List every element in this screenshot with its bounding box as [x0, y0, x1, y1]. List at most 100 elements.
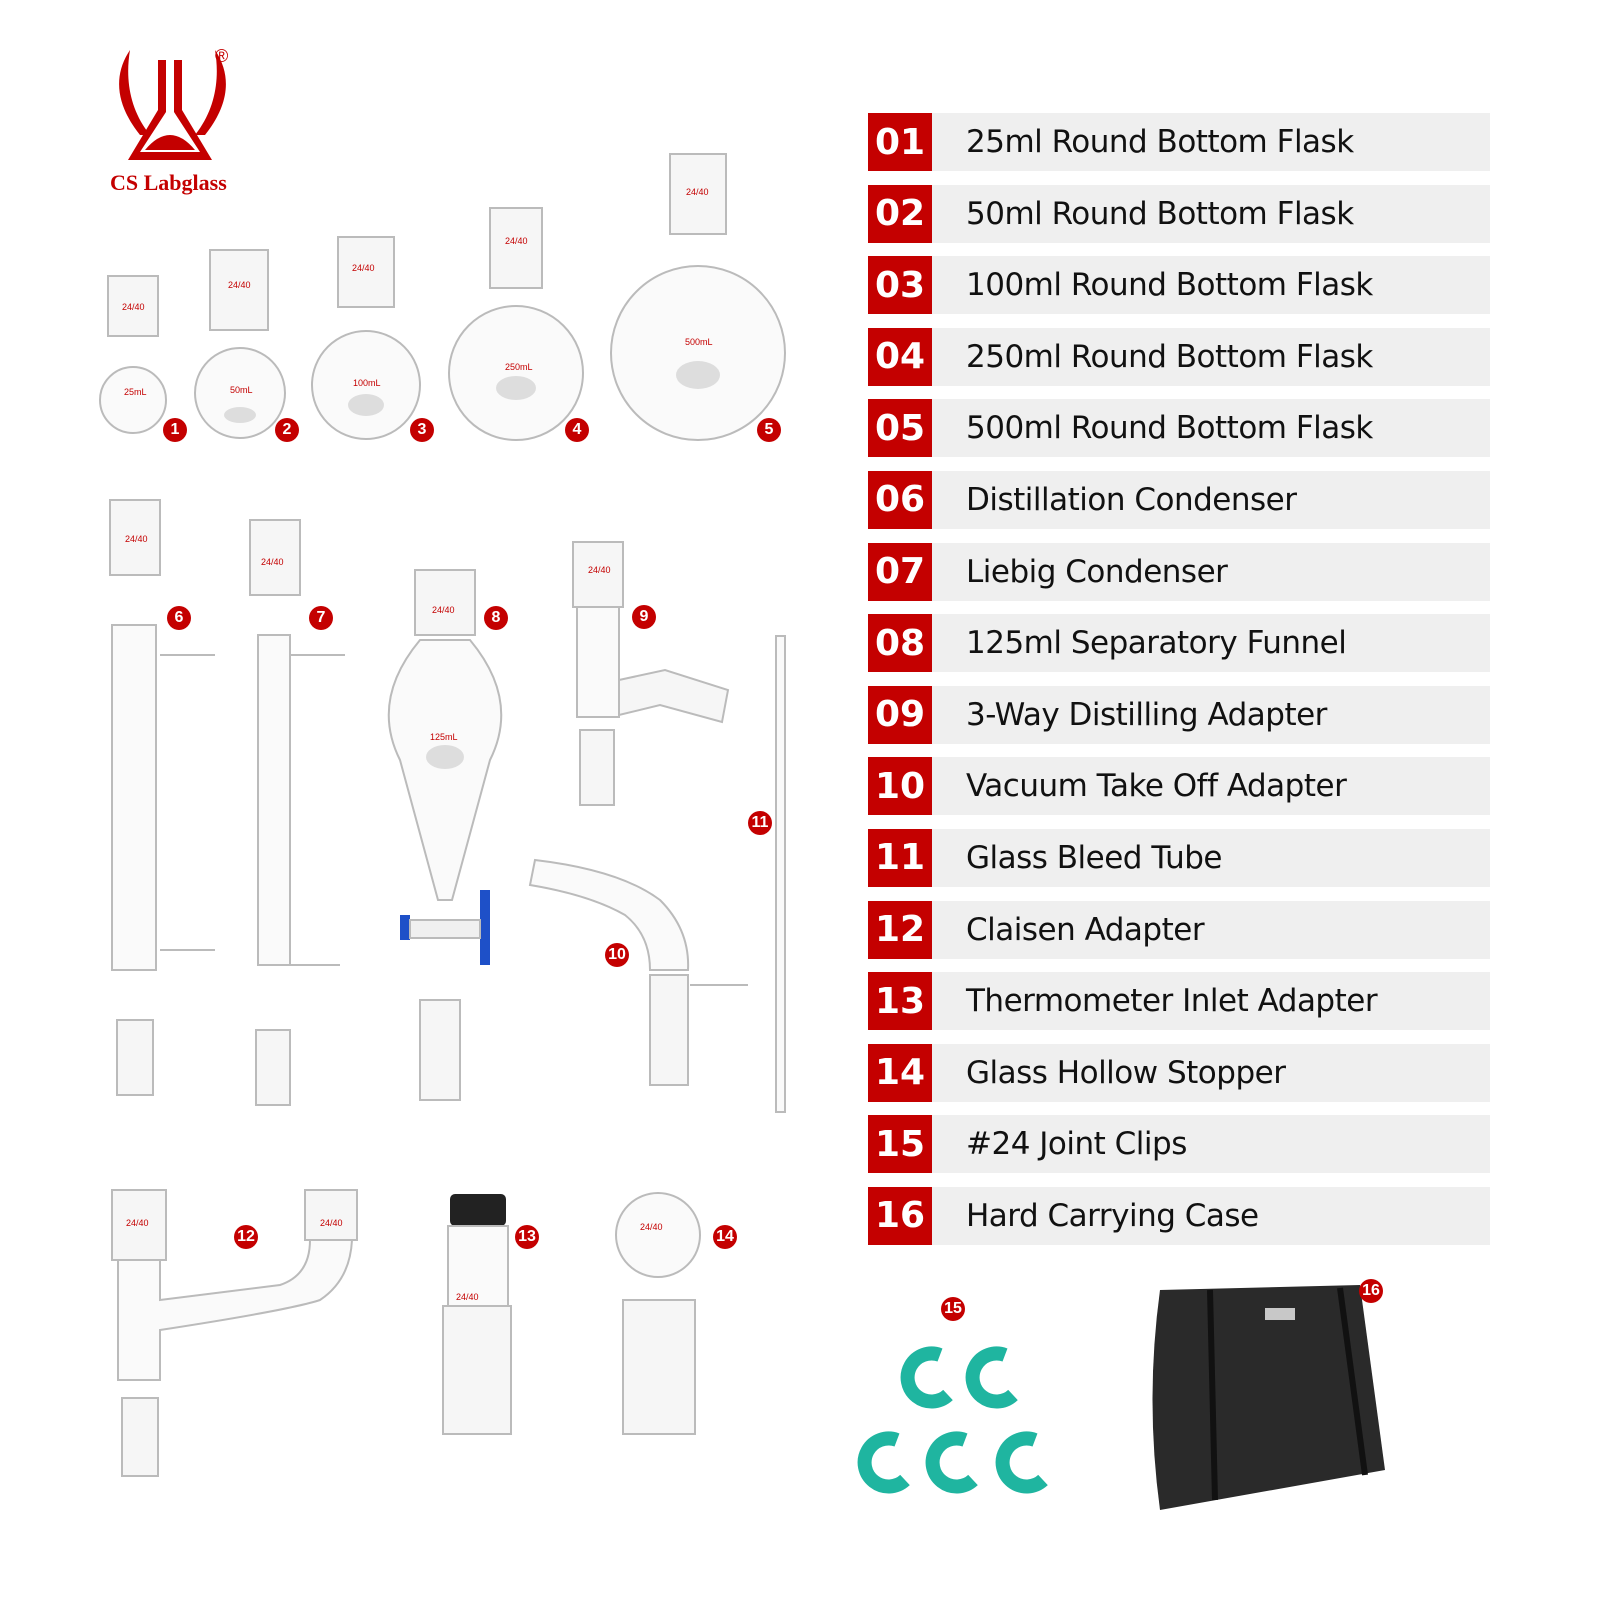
- svg-text:®: ®: [215, 46, 228, 66]
- svg-text:250mL: 250mL: [505, 362, 533, 372]
- list-item: 08 125ml Separatory Funnel: [868, 614, 1490, 673]
- claisen-adapter: 24/40 24/40: [111, 1189, 358, 1477]
- svg-text:24/40: 24/40: [588, 565, 611, 575]
- number-badge: 7: [309, 606, 333, 630]
- list-item: 05 500ml Round Bottom Flask: [868, 399, 1490, 458]
- list-item: 03 100ml Round Bottom Flask: [868, 256, 1490, 315]
- svg-text:25mL: 25mL: [124, 387, 147, 397]
- item-number: 01: [868, 113, 932, 171]
- number-badge: 2: [275, 418, 299, 442]
- carrying-case-icon: [1152, 1285, 1385, 1510]
- item-number: 07: [868, 542, 932, 601]
- separatory-funnel: 24/40 125mL: [387, 569, 503, 1101]
- thermometer-adapter: 24/40: [442, 1194, 512, 1435]
- flask-500ml: 24/40 500mL: [610, 153, 786, 441]
- list-item: 12 Claisen Adapter: [868, 900, 1490, 959]
- number-badge: 1: [163, 418, 187, 442]
- glassware-illustrations: 24/40 25mL 24/40 50mL 24/40 100mL 24/40 250m…: [99, 153, 786, 1477]
- svg-text:24/40: 24/40: [125, 534, 148, 544]
- hollow-stopper: 24/40: [615, 1192, 701, 1435]
- svg-text:24/40: 24/40: [228, 280, 251, 290]
- list-item: 07 Liebig Condenser: [868, 542, 1490, 601]
- item-label: #24 Joint Clips: [966, 1126, 1187, 1163]
- item-label: Hard Carrying Case: [966, 1197, 1259, 1234]
- item-label: 250ml Round Bottom Flask: [966, 338, 1373, 375]
- number-badge: 12: [234, 1225, 258, 1249]
- number-badge: 3: [410, 418, 434, 442]
- svg-text:24/40: 24/40: [640, 1222, 663, 1232]
- number-badge: 11: [748, 811, 772, 835]
- item-label: Thermometer Inlet Adapter: [966, 983, 1378, 1020]
- svg-text:50mL: 50mL: [230, 385, 253, 395]
- list-item: 02 50ml Round Bottom Flask: [868, 184, 1490, 243]
- item-number: 12: [868, 900, 932, 959]
- item-label: 25ml Round Bottom Flask: [966, 124, 1354, 160]
- item-label: Distillation Condenser: [966, 481, 1297, 518]
- item-number: 02: [868, 184, 932, 243]
- item-label: 125ml Separatory Funnel: [966, 625, 1347, 662]
- svg-text:500mL: 500mL: [685, 337, 713, 347]
- svg-text:100mL: 100mL: [353, 378, 381, 388]
- list-item: 10 Vacuum Take Off Adapter: [868, 757, 1490, 816]
- svg-text:24/40: 24/40: [261, 557, 284, 567]
- svg-text:24/40: 24/40: [352, 263, 375, 273]
- vacuum-adapter: [528, 858, 748, 1086]
- flask-100ml: 24/40 100mL: [311, 236, 421, 440]
- number-badge: 9: [632, 605, 656, 629]
- svg-text:24/40: 24/40: [456, 1292, 479, 1302]
- item-number: 03: [868, 256, 932, 315]
- flask-25ml: 24/40 25mL: [99, 275, 167, 434]
- list-item: 15 #24 Joint Clips: [868, 1115, 1490, 1174]
- svg-text:24/40: 24/40: [505, 236, 528, 246]
- item-label: Glass Bleed Tube: [966, 839, 1222, 876]
- item-label: 50ml Round Bottom Flask: [966, 195, 1354, 232]
- number-badge: 10: [605, 943, 629, 967]
- item-number: 11: [868, 828, 932, 887]
- three-way-adapter: 24/40: [572, 541, 730, 806]
- item-label: 3-Way Distilling Adapter: [966, 696, 1327, 733]
- flask-flame-logo-icon: ®: [119, 46, 228, 160]
- svg-text:24/40: 24/40: [122, 302, 145, 312]
- number-badge: 13: [515, 1225, 539, 1249]
- list-item: 16 Hard Carrying Case: [868, 1186, 1490, 1245]
- item-number: 16: [868, 1186, 932, 1245]
- list-item: 11 Glass Bleed Tube: [868, 828, 1490, 887]
- distillation-condenser: 24/40: [109, 499, 215, 1096]
- item-label: 100ml Round Bottom Flask: [966, 267, 1373, 304]
- list-item: 14 Glass Hollow Stopper: [868, 1043, 1490, 1102]
- item-number: 15: [868, 1115, 932, 1174]
- flask-250ml: 24/40 250mL: [448, 207, 584, 441]
- item-label: 500ml Round Bottom Flask: [966, 410, 1373, 447]
- liebig-condenser: 24/40: [249, 519, 345, 1106]
- item-label: Vacuum Take Off Adapter: [966, 768, 1347, 805]
- svg-text:24/40: 24/40: [432, 605, 455, 615]
- bleed-tube: [775, 635, 786, 1113]
- item-label: Liebig Condenser: [966, 553, 1228, 590]
- item-number: 13: [868, 972, 932, 1031]
- svg-text:24/40: 24/40: [126, 1218, 149, 1228]
- list-item: 01 25ml Round Bottom Flask: [868, 113, 1490, 171]
- component-list: 01 25ml Round Bottom Flask 02 50ml Round Bo…: [868, 113, 1490, 1259]
- number-badge: 16: [1359, 1279, 1383, 1303]
- number-badge: 6: [167, 606, 191, 630]
- number-badge: 8: [484, 606, 508, 630]
- item-number: 14: [868, 1043, 932, 1102]
- list-item: 13 Thermometer Inlet Adapter: [868, 972, 1490, 1031]
- number-badge: 14: [713, 1225, 737, 1249]
- svg-text:125mL: 125mL: [430, 732, 458, 742]
- item-label: Glass Hollow Stopper: [966, 1054, 1286, 1091]
- joint-clips-icon: [857, 1346, 1048, 1494]
- svg-text:24/40: 24/40: [320, 1218, 343, 1228]
- brand-name: CS Labglass: [110, 170, 227, 195]
- svg-text:24/40: 24/40: [686, 187, 709, 197]
- brand-logo: ®: [100, 40, 250, 200]
- item-number: 10: [868, 757, 932, 816]
- item-number: 05: [868, 399, 932, 458]
- item-label: Claisen Adapter: [966, 911, 1205, 948]
- flask-50ml: 24/40 50mL: [194, 249, 286, 439]
- item-number: 08: [868, 614, 932, 673]
- number-badge: 5: [757, 418, 781, 442]
- item-number: 09: [868, 685, 932, 744]
